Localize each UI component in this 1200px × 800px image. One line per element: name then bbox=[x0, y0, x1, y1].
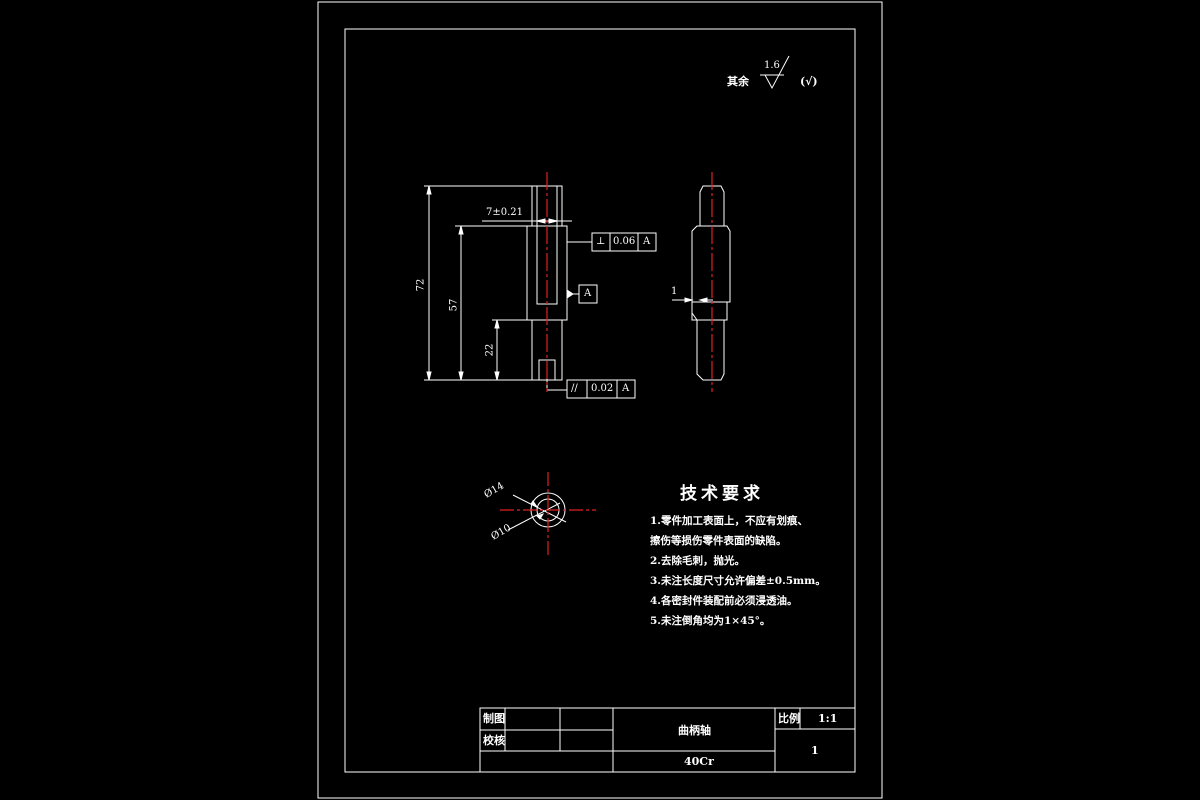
outer-border bbox=[317, 1, 883, 799]
roughness-symbol bbox=[760, 55, 790, 90]
parallel-symbol: // bbox=[571, 383, 578, 394]
inner-frame bbox=[344, 28, 856, 773]
tech-req-line-2: 擦伤等损伤零件表面的缺陷。 bbox=[650, 535, 787, 547]
title-block-lines bbox=[479, 707, 856, 773]
tech-req-line-5: 4.各密封件装配前必须浸透油。 bbox=[650, 595, 798, 607]
dim-total: 72 bbox=[415, 278, 427, 292]
tb-drawn-label: 制图 bbox=[483, 712, 505, 725]
dim-slot: 57 bbox=[448, 298, 460, 312]
perp-tolerance: 0.06 bbox=[613, 236, 636, 247]
section-view bbox=[507, 492, 567, 531]
tb-scale-label: 比例 bbox=[778, 712, 800, 725]
perp-datum: A bbox=[643, 236, 651, 247]
tb-scale-value: 1:1 bbox=[818, 712, 838, 725]
side-view bbox=[672, 185, 731, 381]
roughness-suffix: (√) bbox=[800, 75, 818, 88]
tech-req-line-1: 1.零件加工表面上，不应有划痕、 bbox=[650, 515, 808, 527]
tb-material: 40Cr bbox=[684, 755, 714, 768]
tech-req-title: 技术要求 bbox=[680, 484, 764, 504]
tech-req-line-3: 2.去除毛刺，抛光。 bbox=[650, 555, 745, 567]
tb-checked-label: 校核 bbox=[483, 734, 505, 747]
perp-symbol: ⊥ bbox=[596, 236, 606, 247]
tb-sheet: 1 bbox=[811, 744, 819, 757]
roughness-value: 1.6 bbox=[764, 60, 780, 71]
tech-req-line-4: 3.未注长度尺寸允许偏差±0.5mm。 bbox=[650, 575, 826, 587]
parallel-tolerance: 0.02 bbox=[591, 383, 614, 394]
tb-part-name: 曲柄轴 bbox=[678, 724, 711, 737]
tech-req-line-6: 5.未注倒角均为1×45°。 bbox=[650, 615, 771, 627]
parallel-datum: A bbox=[622, 383, 630, 394]
dim-width: 7±0.21 bbox=[486, 207, 524, 218]
dim-lower: 22 bbox=[484, 343, 496, 357]
roughness-prefix: 其余 bbox=[727, 75, 749, 88]
datum-label: A bbox=[584, 288, 592, 299]
front-view bbox=[424, 185, 657, 399]
dim-chamfer: 1 bbox=[671, 286, 678, 297]
